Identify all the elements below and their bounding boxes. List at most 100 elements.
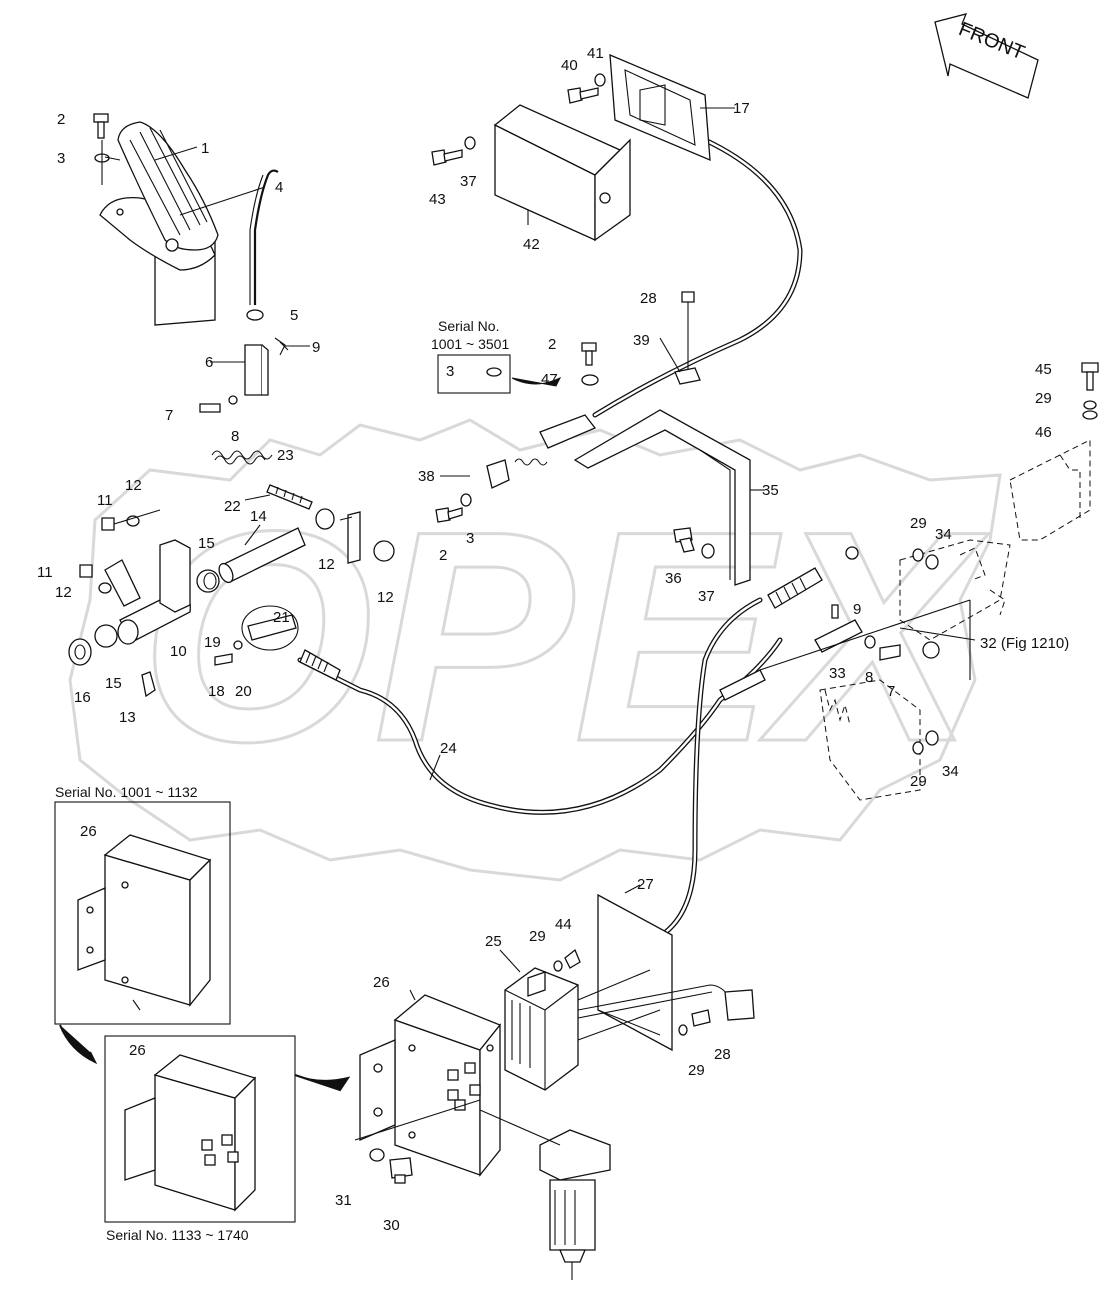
bolt-2-cable	[581, 342, 599, 386]
callout-6: 6	[205, 354, 213, 371]
callout-29e: 29	[1035, 390, 1052, 407]
callout-44: 44	[555, 916, 572, 933]
callout-7b: 7	[887, 683, 895, 700]
callout-35: 35	[762, 482, 779, 499]
callout-14: 14	[250, 508, 267, 525]
callout-20: 20	[235, 683, 252, 700]
fuel-filter	[479, 1109, 611, 1280]
callout-5: 5	[290, 307, 298, 324]
bolt-2-38	[435, 493, 472, 523]
rod-4	[249, 169, 279, 305]
callout-2c: 2	[439, 547, 447, 564]
inset-lower	[104, 1035, 296, 1223]
callout-9: 9	[312, 339, 320, 356]
nut-29-34-lower	[912, 730, 939, 755]
callout-4: 4	[275, 179, 283, 196]
callout-2: 2	[57, 111, 65, 128]
callout-34b: 34	[942, 763, 959, 780]
cable-24	[297, 637, 783, 815]
callout-15a: 15	[198, 535, 215, 552]
callout-15b: 15	[105, 675, 122, 692]
bolt-45	[1081, 362, 1099, 420]
serial-note-top-range: 1001 ~ 3501	[431, 336, 509, 352]
callout-32: 32 (Fig 1210)	[980, 635, 1069, 652]
callout-16: 16	[74, 689, 91, 706]
serial-notes: Serial No. 1001 ~ 3501 Serial No. 1001 ~…	[55, 318, 509, 1243]
callout-3: 3	[57, 150, 65, 167]
callout-30: 30	[383, 1217, 400, 1234]
accelerator-pedal	[99, 121, 219, 326]
serial-note-top: Serial No.	[438, 318, 499, 334]
lever-bracket-10	[104, 539, 191, 698]
callout-22: 22	[224, 498, 241, 515]
callout-9b: 9	[853, 601, 861, 618]
callout-28b: 28	[714, 1046, 731, 1063]
bracket-35	[573, 409, 751, 586]
callout-37b: 37	[698, 588, 715, 605]
callout-27: 27	[637, 876, 654, 893]
callout-29c: 29	[910, 515, 927, 532]
serial-box	[437, 354, 562, 394]
callout-3c: 3	[466, 530, 474, 547]
callout-29d: 29	[910, 773, 927, 790]
callout-17: 17	[733, 100, 750, 117]
callout-43: 43	[429, 191, 446, 208]
callout-47: 47	[541, 371, 558, 388]
callout-12c: 12	[318, 556, 335, 573]
callout-25: 25	[485, 933, 502, 950]
washer-16	[68, 638, 92, 666]
callout-26a: 26	[80, 823, 97, 840]
nut-29-34-upper	[912, 548, 939, 570]
spring-22	[211, 450, 273, 465]
bolt-40	[567, 73, 606, 104]
bolt-11-upper	[101, 509, 161, 531]
cover-box-42	[493, 104, 631, 242]
callout-18: 18	[208, 683, 225, 700]
plate-and-nuts	[315, 508, 395, 564]
controller-box-26	[354, 994, 502, 1177]
callouts: 1 2 3 4 5 6 7 8 9 10 11 12 11 12 12 12 1…	[37, 45, 1069, 1234]
callout-12d: 12	[377, 589, 394, 606]
clevis-33	[814, 604, 901, 661]
bolt-36	[673, 527, 715, 559]
callout-3b: 3	[446, 363, 454, 380]
callout-19: 19	[204, 634, 221, 651]
callout-24: 24	[440, 740, 457, 757]
bushing-15a	[196, 569, 220, 593]
callout-21: 21	[273, 609, 290, 626]
serial-note-left-upper: Serial No. 1001 ~ 1132	[55, 784, 198, 800]
callout-45: 45	[1035, 361, 1052, 378]
callout-10: 10	[170, 643, 187, 660]
callout-8: 8	[231, 428, 239, 445]
cable-actuator	[637, 546, 859, 948]
callout-42: 42	[523, 236, 540, 253]
callout-29a: 29	[529, 928, 546, 945]
upper-cable	[486, 137, 803, 489]
callout-23: 23	[277, 447, 294, 464]
washer-31-bolt-30	[369, 1148, 413, 1184]
callout-26c: 26	[373, 974, 390, 991]
callout-12b: 12	[55, 584, 72, 601]
callout-33: 33	[829, 665, 846, 682]
callout-29b: 29	[688, 1062, 705, 1079]
callout-36: 36	[665, 570, 682, 587]
bracket-leader	[759, 599, 971, 680]
callout-8b: 8	[865, 669, 873, 686]
callout-26b: 26	[129, 1042, 146, 1059]
threaded-rod-23	[266, 484, 313, 510]
callout-13: 13	[119, 709, 136, 726]
bolt-28-lower	[678, 1009, 711, 1036]
callout-39: 39	[633, 332, 650, 349]
callout-38: 38	[418, 468, 435, 485]
plate-17	[609, 53, 711, 162]
callout-28a: 28	[640, 290, 657, 307]
callout-34a: 34	[935, 526, 952, 543]
callout-11a: 11	[97, 492, 113, 509]
bolt-44	[553, 948, 581, 972]
callout-40: 40	[561, 57, 578, 74]
clip-39	[674, 291, 701, 385]
actuator-25	[504, 967, 661, 1091]
callout-1: 1	[201, 140, 209, 157]
bushing-15b	[94, 624, 118, 648]
